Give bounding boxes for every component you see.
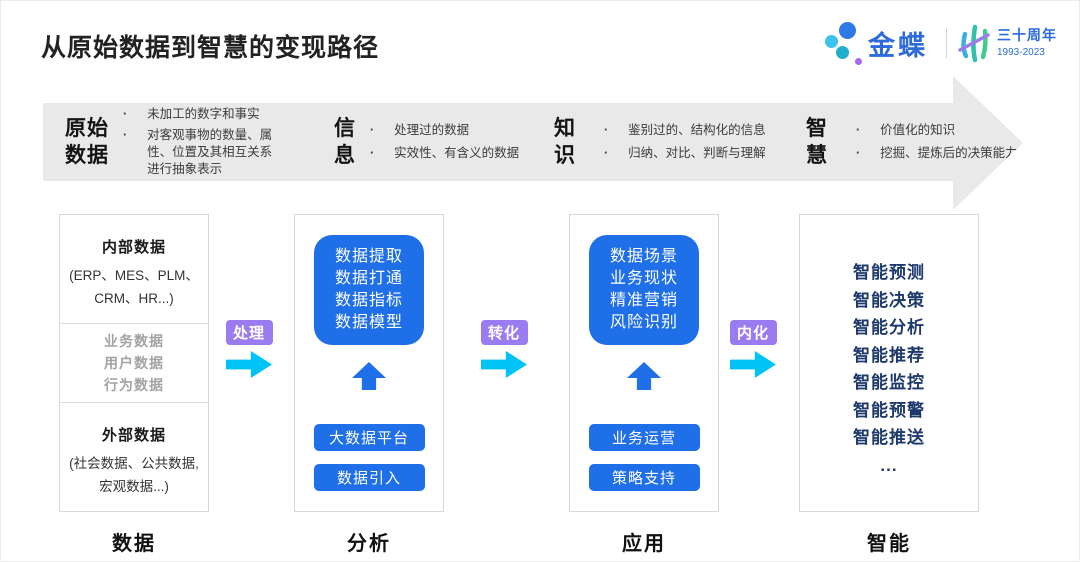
capability-item: 精准营销: [609, 292, 678, 309]
bullet-item: 处理过的数据: [370, 122, 519, 139]
logo-dot-teal: [836, 46, 849, 59]
intelligence-item: 智能分析: [853, 318, 925, 337]
internal-data-section: 内部数据 (ERP、MES、PLM、CRM、HR...): [60, 215, 208, 323]
stage-knowledge: 知 识 鉴别过的、结构化的信息 归纳、对比、判断与理解: [554, 103, 766, 181]
logo-dot-blue: [839, 22, 856, 39]
internalize-badge: 内化: [729, 320, 777, 345]
stage-raw-data: 原始 数据 未加工的数字和事实 对客观事物的数量、属性、位置及其相互关系进行抽象…: [65, 103, 275, 181]
business-operation-pill: 业务运营: [588, 424, 700, 451]
column-label-intelligence: 智能: [867, 533, 911, 555]
transform-badge: 转化: [480, 320, 528, 345]
kingdee-dots-icon: [818, 17, 866, 69]
right-arrow-icon: [730, 351, 776, 378]
column-analysis-box: 数据提取 数据打通 数据指标 数据模型 大数据平台 数据引入: [294, 214, 444, 512]
stage-wisdom-title: 智 慧: [806, 117, 828, 167]
anniversary-text: 三十周年 1993-2023: [997, 27, 1057, 58]
intelligence-list: 智能预测 智能决策 智能分析 智能推荐 智能监控 智能预警 智能推送 ...: [800, 215, 978, 479]
intelligence-item: 智能推送: [853, 428, 925, 447]
analysis-capability-box: 数据提取 数据打通 数据指标 数据模型: [314, 235, 424, 345]
bullet-item: 归纳、对比、判断与理解: [604, 145, 766, 162]
intelligence-item-ellipsis: ...: [880, 455, 898, 475]
big-data-platform-pill: 大数据平台: [313, 424, 425, 451]
stage-information-bullets: 处理过的数据 实效性、有含义的数据: [370, 116, 519, 168]
column-intelligence-box: 智能预测 智能决策 智能分析 智能推荐 智能监控 智能预警 智能推送 ...: [799, 214, 979, 512]
connector-process: 处理: [221, 320, 277, 378]
stage-information: 信 息 处理过的数据 实效性、有含义的数据: [334, 103, 519, 181]
middle-data-section: 业务数据 用户数据 行为数据: [60, 323, 208, 403]
stage-knowledge-bullets: 鉴别过的、结构化的信息 归纳、对比、判断与理解: [604, 116, 766, 168]
intelligence-item: 智能预警: [853, 400, 925, 420]
bullet-item: 实效性、有含义的数据: [370, 145, 519, 162]
data-type-item: 用户数据: [104, 355, 164, 371]
capability-item: 数据指标: [334, 292, 403, 309]
logo-dot-cyan: [825, 35, 838, 48]
logo-dot-purple: [855, 58, 862, 65]
capability-item: 风险识别: [609, 314, 678, 331]
column-label-analysis: 分析: [347, 533, 391, 555]
bullet-item: 价值化的知识: [856, 122, 1018, 139]
connector-internalize: 内化: [725, 320, 781, 378]
bullet-item: 未加工的数字和事实: [123, 106, 275, 123]
stage-raw-data-title: 原始 数据: [65, 117, 109, 167]
stage-raw-data-bullets: 未加工的数字和事实 对客观事物的数量、属性、位置及其相互关系进行抽象表示: [123, 102, 275, 182]
thirty-anniversary-mark-icon: [958, 24, 990, 63]
stage-information-title: 信 息: [334, 117, 356, 167]
right-arrow-icon: [226, 351, 272, 378]
data-import-pill: 数据引入: [313, 464, 425, 491]
up-arrow-icon: [352, 362, 386, 390]
column-label-data: 数据: [112, 533, 156, 555]
right-arrow-icon: [481, 351, 527, 378]
connector-transform: 转化: [476, 320, 532, 378]
column-label-application: 应用: [622, 533, 666, 555]
process-badge: 处理: [225, 320, 273, 345]
stage-wisdom: 智 慧 价值化的知识 挖掘、提炼后的决策能力: [806, 103, 1018, 181]
kingdee-logo: 金蝶 三十周年 1993-2023: [818, 17, 1057, 69]
bullet-item: 挖掘、提炼后的决策能力: [856, 145, 1018, 162]
anniversary-years: 1993-2023: [997, 46, 1045, 58]
brand-name: 金蝶: [868, 30, 928, 61]
logo-divider: [946, 28, 947, 58]
external-data-title: 外部数据: [101, 427, 166, 444]
stage-wisdom-bullets: 价值化的知识 挖掘、提炼后的决策能力: [856, 116, 1018, 168]
intelligence-item: 智能推荐: [853, 345, 925, 365]
intelligence-item: 智能决策: [853, 290, 925, 310]
page-title: 从原始数据到智慧的变现路径: [41, 34, 380, 62]
stage-knowledge-title: 知 识: [554, 117, 576, 167]
up-arrow-icon: [627, 362, 661, 390]
data-type-item: 业务数据: [104, 333, 164, 349]
capability-item: 数据提取: [334, 248, 403, 265]
capability-item: 业务现状: [609, 270, 678, 287]
internal-data-desc: (ERP、MES、PLM、CRM、HR...): [69, 268, 199, 306]
external-data-desc: (社会数据、公共数据, 宏观数据...): [69, 456, 199, 494]
capability-item: 数据模型: [334, 314, 403, 331]
capability-item: 数据场景: [609, 248, 678, 265]
application-capability-box: 数据场景 业务现状 精准营销 风险识别: [589, 235, 699, 345]
bullet-item: 鉴别过的、结构化的信息: [604, 122, 766, 139]
column-data-box: 内部数据 (ERP、MES、PLM、CRM、HR...) 业务数据 用户数据 行…: [59, 214, 209, 512]
capability-item: 数据打通: [334, 270, 403, 287]
intelligence-item: 智能监控: [853, 373, 925, 392]
bullet-item: 对客观事物的数量、属性、位置及其相互关系进行抽象表示: [123, 127, 275, 178]
column-application-box: 数据场景 业务现状 精准营销 风险识别 业务运营 策略支持: [569, 214, 719, 512]
anniversary-label: 三十周年: [997, 27, 1057, 44]
dikw-arrow-banner: 原始 数据 未加工的数字和事实 对客观事物的数量、属性、位置及其相互关系进行抽象…: [43, 76, 1023, 210]
intelligence-item: 智能预测: [853, 263, 925, 282]
external-data-section: 外部数据 (社会数据、公共数据, 宏观数据...): [60, 403, 208, 498]
data-type-item: 行为数据: [104, 377, 164, 393]
internal-data-title: 内部数据: [101, 239, 166, 256]
strategy-support-pill: 策略支持: [588, 464, 700, 491]
